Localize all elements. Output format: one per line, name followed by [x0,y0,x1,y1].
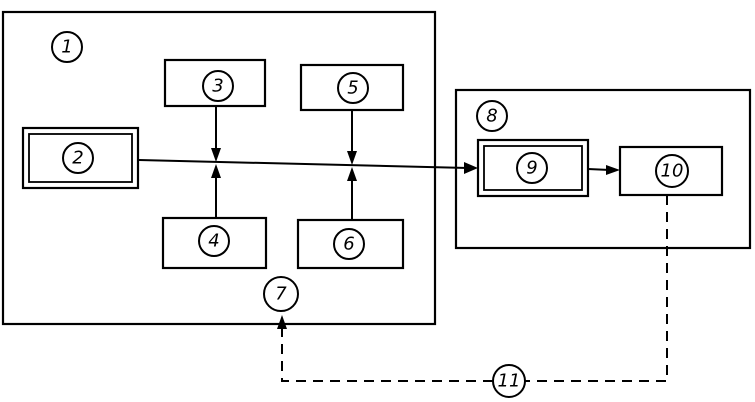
label-circle-2 [62,142,94,174]
main-signal-line [138,159,469,169]
label-circle-9 [516,152,548,184]
arrowhead-to-10 [606,165,620,175]
label-circle-5 [337,72,369,104]
block-2-inner [28,133,133,183]
label-circle-3 [202,70,234,102]
arrowhead-3-down [211,148,221,162]
arrowhead-to-7 [277,315,287,329]
label-5: 5 [347,78,358,99]
label-8: 8 [486,106,497,127]
label-4: 4 [208,231,219,252]
feedback-dashed-left [281,328,493,382]
label-circle-11 [492,364,526,398]
label-circle-7 [263,276,299,312]
arrowhead-5-down [347,151,357,165]
label-9: 9 [526,158,537,179]
label-2: 2 [72,148,83,169]
label-circle-8 [476,100,508,132]
block-9-inner [483,145,583,191]
label-circle-1 [51,31,83,63]
feedback-dashed-right [525,195,668,382]
label-6: 6 [343,234,354,255]
arrowhead-to-9 [464,162,478,174]
label-11: 11 [498,371,521,392]
label-circle-4 [198,225,230,257]
label-1: 1 [61,37,72,58]
arrowhead-4-up [211,164,221,178]
label-circle-10 [655,154,689,188]
label-circle-6 [333,228,365,260]
label-10: 10 [661,161,684,182]
label-3: 3 [212,76,223,97]
label-7: 7 [275,284,287,305]
arrowhead-6-up [347,167,357,181]
